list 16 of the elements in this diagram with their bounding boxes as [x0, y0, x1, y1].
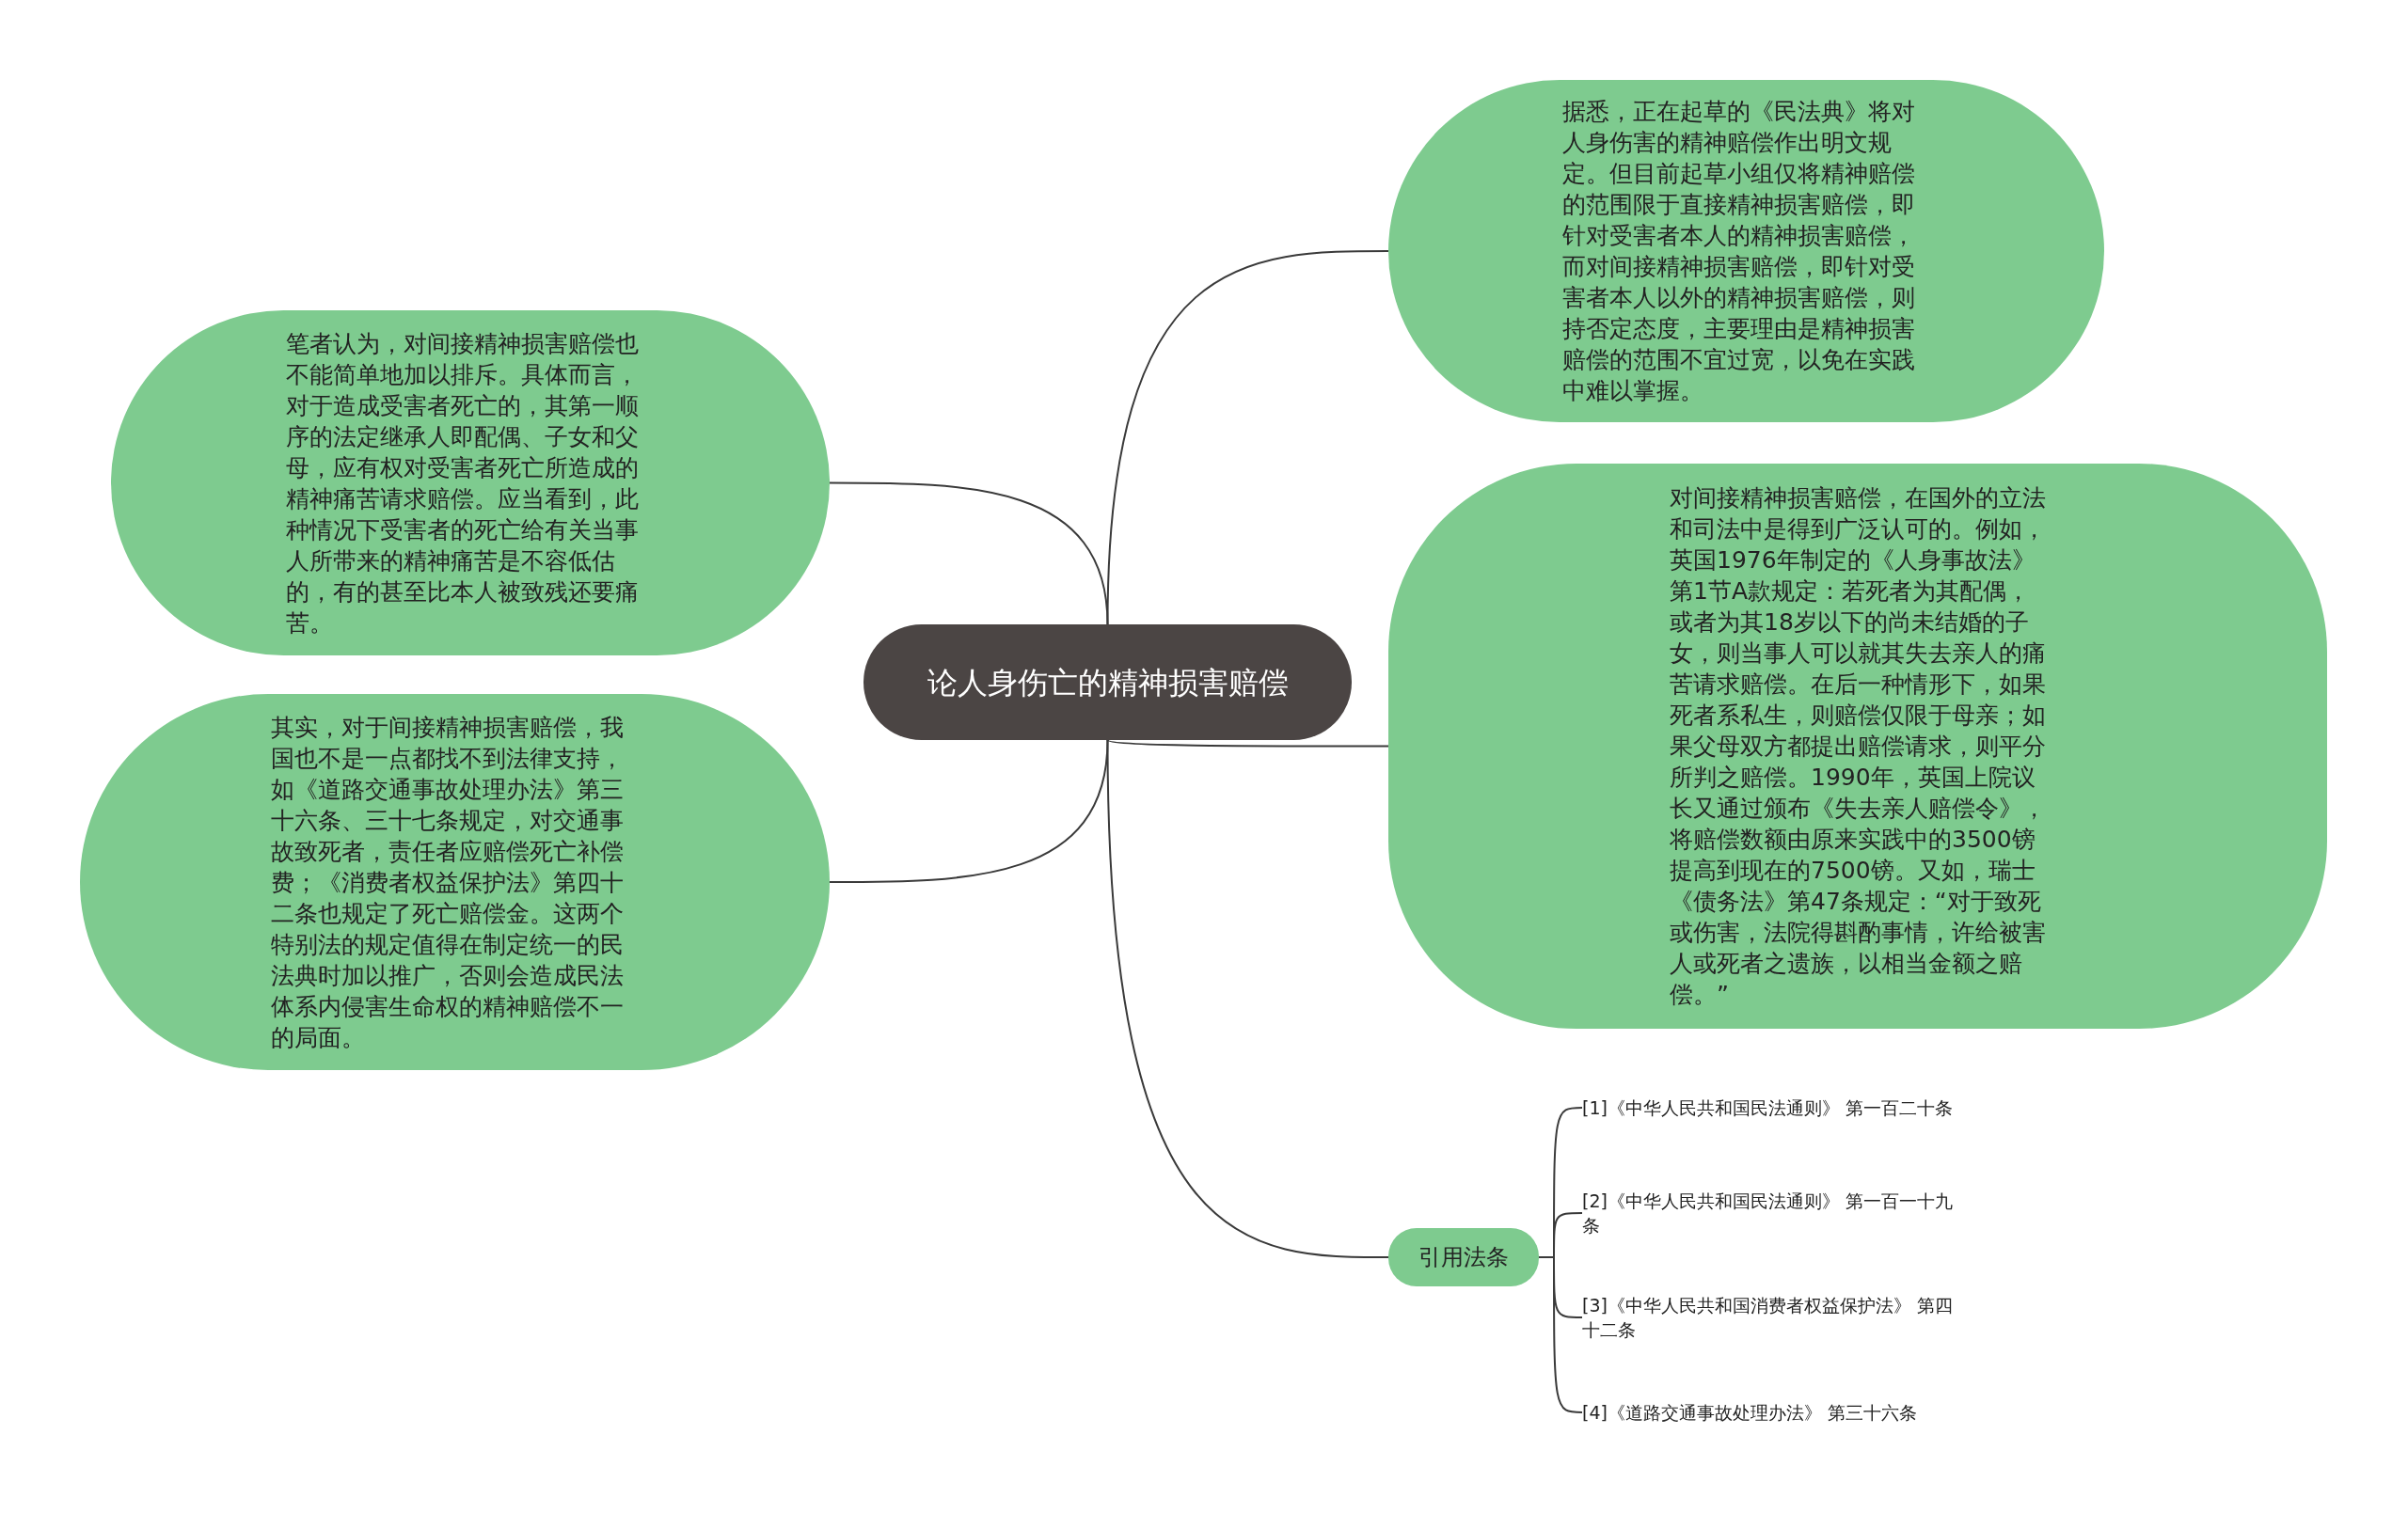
topic-bubble: 对间接精神损害赔偿，在国外的立法和司法中是得到广泛认可的。例如，英国1976年制定的《人身事故法》第1节A款规定：若死者为其配偶，或者为其18岁以下的尚未结婚的子女，则当事人可以就其失去亲人的痛苦请求赔偿。在后一种情形下，如果死者系私生，则赔偿仅限于母亲；如果父母双方都提出赔偿请求，则平分所判之赔偿。1990年，英国上院议长又通过颁布《失去亲人赔偿令》，将赔偿数额由原来实践中的3500镑提高到现在的7500镑。又如，瑞士《债务法》第47条规定：“对于致死或伤害，法院得斟酌事情，许给被害人或死者之遗族，以相当金额之赔偿。”	[1388, 464, 2327, 1029]
reference-text: [1]《中华人民共和国民法通则》 第一百二十条	[1582, 1081, 1958, 1134]
reference-text: [4]《道路交通事故处理办法》 第三十六条	[1582, 1399, 1958, 1426]
topic-bubble: 笔者认为，对间接精神损害赔偿也不能简单地加以排斥。具体而言，对于造成受害者死亡的，其第一顺序的法定继承人即配偶、子女和父母，应有权对受害者死亡所造成的精神痛苦请求赔偿。应当看到，此种情况下受害者的死亡给有关当事人所带来的精神痛苦是不容低估的，有的甚至比本人被致残还要痛苦。	[111, 310, 830, 655]
connector-line	[1106, 250, 1389, 625]
connector-line	[1106, 739, 1389, 748]
topic-bubble: 其实，对于间接精神损害赔偿，我国也不是一点都找不到法律支持，如《道路交通事故处理办法》第三十六条、三十七条规定，对交通事故致死者，责任者应赔偿死亡补偿费；《消费者权益保护法》第四十二条也规定了死亡赔偿金。这两个特别法的规定值得在制定统一的民法典时加以推广，否则会造成民法体系内侵害生命权的精神赔偿不一的局面。	[80, 694, 830, 1070]
central-topic: 论人身伤亡的精神损害赔偿	[863, 624, 1352, 740]
connector-line	[1538, 1256, 1583, 1413]
connector-line	[829, 481, 1109, 625]
subtopic-pill: 引用法条	[1388, 1228, 1539, 1286]
topic-bubble: 据悉，正在起草的《民法典》将对人身伤害的精神赔偿作出明文规定。但目前起草小组仅将精神赔偿的范围限于直接精神损害赔偿，即针对受害者本人的精神损害赔偿，而对间接精神损害赔偿，即针对受害者本人以外的精神损害赔偿，则持否定态度，主要理由是精神损害赔偿的范围不宜过宽，以免在实践中难以掌握。	[1388, 80, 2104, 422]
connector-line	[829, 739, 1109, 883]
connector-line	[1106, 739, 1389, 1258]
reference-text: [3]《中华人民共和国消费者权益保护法》 第四十二条	[1582, 1291, 1958, 1344]
reference-text: [2]《中华人民共和国民法通则》 第一百一十九条	[1582, 1187, 1958, 1239]
